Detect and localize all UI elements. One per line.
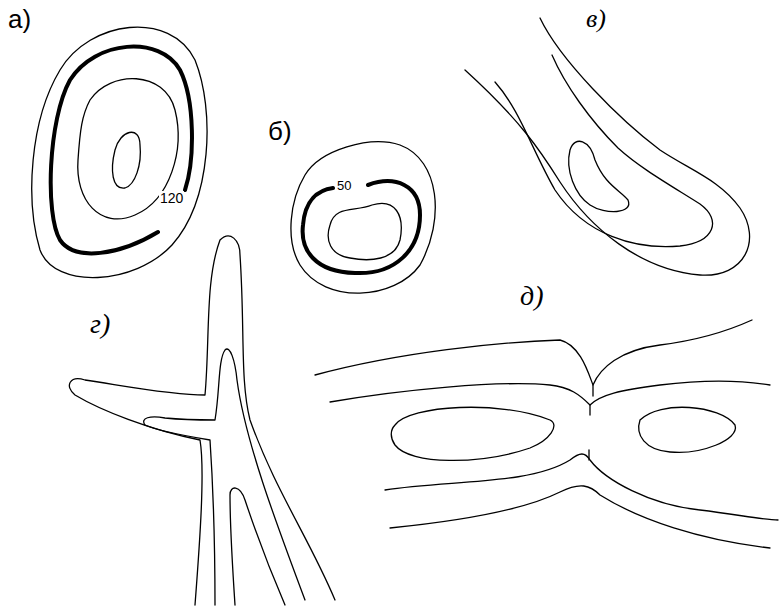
figure-letter: а): [8, 6, 31, 32]
ridge-contours: [465, 18, 750, 275]
saddle-contours: [315, 320, 778, 548]
figure-letter: в): [586, 6, 606, 32]
figure-letter: б): [268, 118, 292, 144]
contour-height: 120: [159, 191, 184, 205]
figure-letter: г): [90, 310, 110, 338]
contour-height: 50: [336, 179, 352, 192]
hill-contours: [32, 27, 207, 277]
depression-contours: [291, 142, 435, 293]
figure-letter: д): [520, 282, 544, 310]
valley-contours: [69, 236, 335, 605]
